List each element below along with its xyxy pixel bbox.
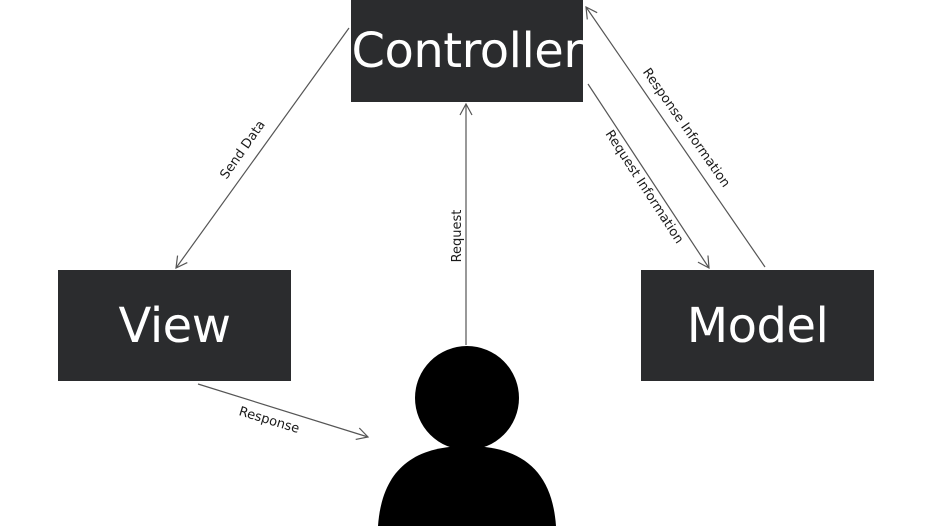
response-label: Response	[237, 404, 301, 437]
request-label: Request	[450, 210, 465, 263]
model-label: Model	[686, 297, 829, 354]
controller-label: Controller	[351, 23, 583, 79]
request-information-label: Request Information	[602, 128, 687, 247]
person-icon	[378, 346, 556, 526]
view-label: View	[118, 297, 231, 354]
response-information-label: Response Information	[639, 66, 733, 191]
view-node: View	[58, 270, 291, 381]
response-arrow	[197, 383, 370, 441]
response-information-arrow	[585, 5, 766, 268]
send-data-arrow	[175, 27, 350, 270]
request-information-arrow	[587, 83, 710, 270]
controller-node: Controller	[351, 0, 583, 102]
model-node: Model	[641, 270, 874, 381]
